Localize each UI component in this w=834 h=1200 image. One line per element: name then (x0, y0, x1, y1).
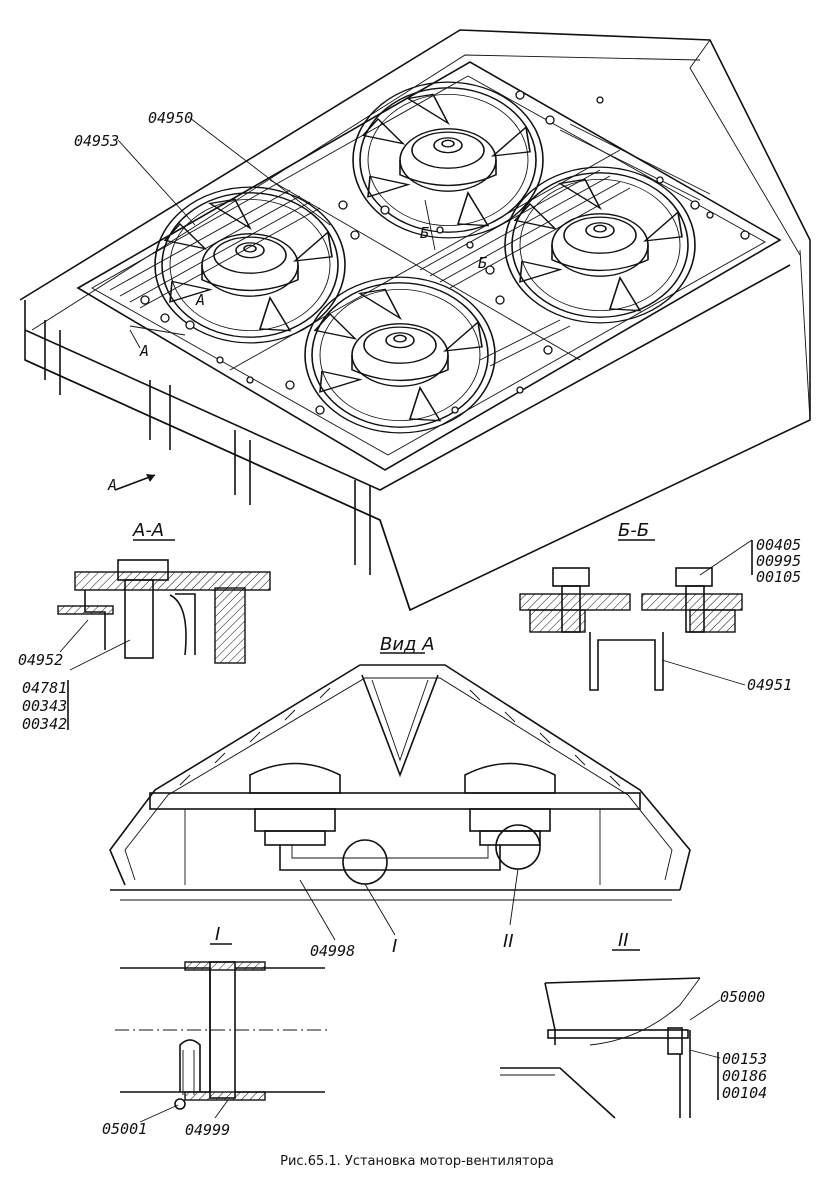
label-00995: 00995 (756, 552, 801, 570)
label-b-mark-2: Б (478, 254, 487, 272)
label-00342: 00342 (22, 715, 67, 733)
section-aa-title: А-А (132, 520, 164, 541)
label-00153: 00153 (722, 1050, 767, 1068)
detail-ii: II 05000 00153 00186 00104 (500, 930, 767, 1119)
label-b-mark-1: Б (420, 224, 429, 242)
isometric-view: 04953 04950 A A A Б Б (19, 29, 811, 612)
section-b-b: Б-Б 00405 00995 00105 04951 (519, 520, 801, 694)
detail-mark-2: II (503, 931, 514, 952)
label-00104: 00104 (722, 1084, 767, 1102)
section-bb-title: Б-Б (618, 520, 649, 541)
label-a-section-mark: A (195, 291, 205, 309)
label-05001: 05001 (102, 1120, 147, 1138)
figure-caption: Рис.65.1. Установка мотор-вентилятора (280, 1154, 554, 1169)
label-a-arrow-mark: A (139, 342, 149, 360)
label-04950: 04950 (148, 109, 193, 127)
view-a-title: Вид А (380, 634, 435, 655)
label-04999: 04999 (185, 1121, 230, 1139)
detail-i: I 05001 04999 (102, 924, 330, 1139)
label-00186: 00186 (722, 1067, 767, 1085)
label-04951: 04951 (747, 676, 792, 694)
label-04952: 04952 (18, 651, 63, 669)
detail-mark-1: I (392, 936, 397, 957)
label-00405: 00405 (756, 536, 801, 554)
label-05000: 05000 (720, 988, 765, 1006)
detail-ii-title: II (618, 930, 629, 951)
label-00343: 00343 (22, 697, 67, 715)
label-04781: 04781 (22, 679, 67, 697)
detail-i-title: I (215, 924, 220, 945)
label-view-a-arrow: A (107, 476, 117, 494)
section-a-a: А-А 04952 04781 00343 00342 (18, 520, 271, 733)
label-04998: 04998 (310, 942, 355, 960)
view-a: Вид А (109, 634, 691, 960)
label-04953: 04953 (74, 132, 119, 150)
label-00105: 00105 (756, 568, 801, 586)
